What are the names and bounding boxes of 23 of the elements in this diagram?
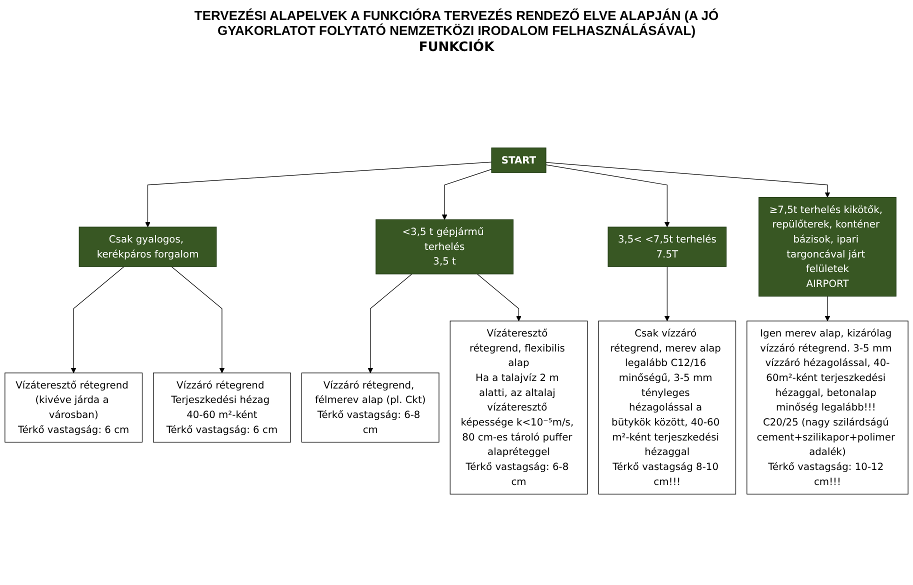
arrow	[546, 164, 670, 228]
diagram-title: TERVEZÉSI ALAPELVEK A FUNKCIÓRA TERVEZÉS RENDEZŐ ELVE ALAPJÁN (A JÓ GYAKORLATOT FOLYTATÓ NEMZETKÖZI IRODALOM FELHASZNÁLÁSÁVAL)	[193, 8, 720, 38]
node-box: Vízzáró rétegrend, félmerev alap (pl. Ckt) Térkő vastagság: 6-8 cm	[301, 372, 440, 442]
node-box: Vízzáró rétegrend Terjeszkedési hézag 40-60 m²-ként Térkő vastagság: 6 cm	[153, 372, 291, 442]
arrow	[171, 266, 225, 374]
arrow	[664, 266, 670, 322]
section-heading: FUNKCIÓK	[418, 40, 494, 55]
arrow	[442, 169, 492, 220]
node-box: Csak gyalogos, kerékpáros forgalom	[78, 226, 217, 267]
node-box: Vízáteresztő rétegrend, flexibilis alap Ha a talajvíz 2 m alatti, az altalaj vízáteresztő képessége k<10⁻⁵m/s, 80 cm-es tároló puffer alapréteggel Térkő vastagság: 6-8 cm	[450, 320, 588, 494]
node-box: ≥7,5t terhelés kikötők, repülőterek, konténer bázisok, ipari targoncával járt felületek AIRPORT	[758, 197, 896, 297]
node-box: START	[491, 148, 546, 173]
node-box: Igen merev alap, kizárólag vízzáró rétegrend. 3-5 mm vízzáró hézagolással, 40-60m²-ként terjeszkedési hézaggal, betonalap minőség legalább!!! C20/25 (nagy szilárdságú cement+szilikapor+polimer adalék) Térkő vastagság: 10-12 cm!!!	[746, 320, 908, 494]
arrow	[368, 274, 412, 374]
node-box: 3,5< <7,5t terhelés 7.5T	[608, 226, 727, 267]
node-box: Csak vízzáró rétegrend, merev alap legalább C12/16 minőségű, 3-5 mm tényleges hézagolással a bütykök között, 40-60 m²-ként terjeszkedési hézaggal Térkő vastagság 8-10 cm!!!	[598, 320, 736, 494]
arrow	[70, 266, 124, 374]
arrow	[824, 296, 830, 322]
arrow	[546, 162, 830, 198]
node-box: Vízáteresztő rétegrend (kivéve járda a városban) Térkő vastagság: 6 cm	[4, 372, 143, 442]
node-box: <3,5 t gépjármű terhelés 3,5 t	[376, 219, 514, 274]
arrow	[476, 274, 522, 322]
arrow	[145, 162, 492, 228]
